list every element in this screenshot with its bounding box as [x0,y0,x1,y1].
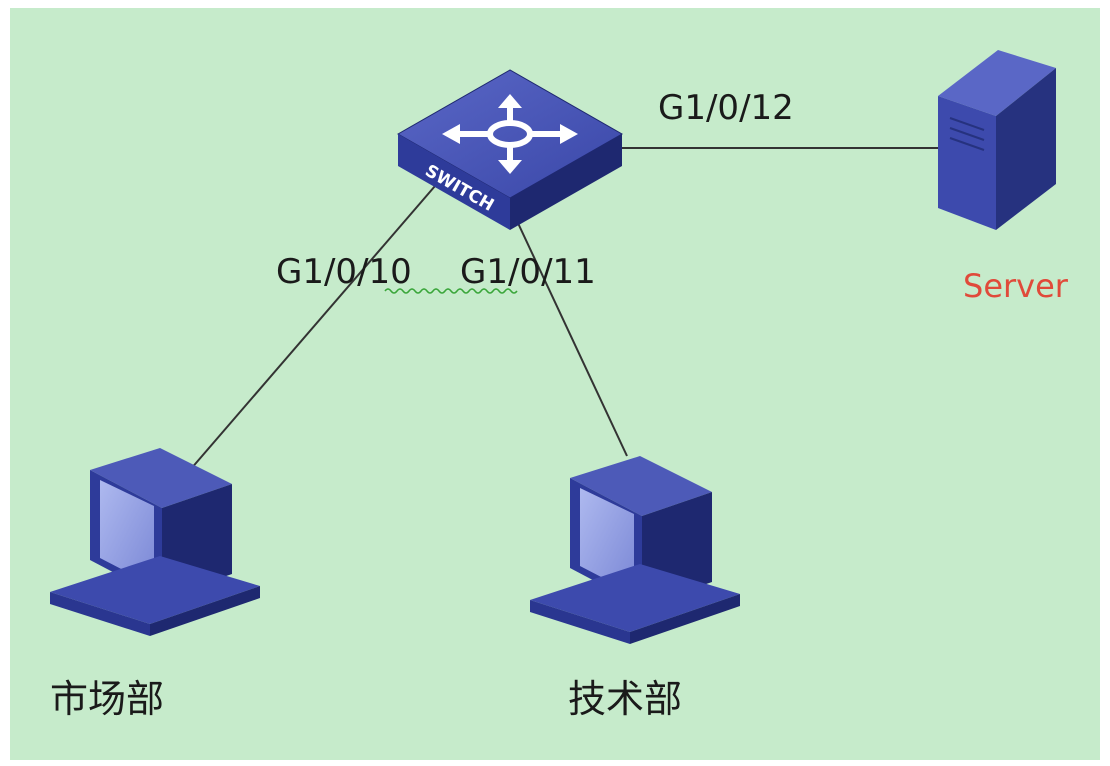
server-label: Server [963,267,1068,305]
spellcheck-underline [384,288,518,294]
network-topology-diagram: SWITCH [10,8,1100,760]
department-label-technical: 技术部 [568,677,683,721]
port-label-g1-0-12: G1/0/12 [658,88,794,128]
topology-drawing: SWITCH [50,50,1056,644]
port-label-g1-0-11: G1/0/11 [460,252,596,292]
department-label-marketing: 市场部 [50,677,165,721]
port-label-g1-0-10: G1/0/10 [276,252,412,292]
link-line-g1-0-10 [189,185,436,471]
link-line-g1-0-11 [509,205,628,457]
switch-icon: SWITCH [396,69,624,230]
server-icon [938,50,1056,230]
desktop-computer-icon [530,456,740,644]
desktop-computer-icon [50,448,260,636]
